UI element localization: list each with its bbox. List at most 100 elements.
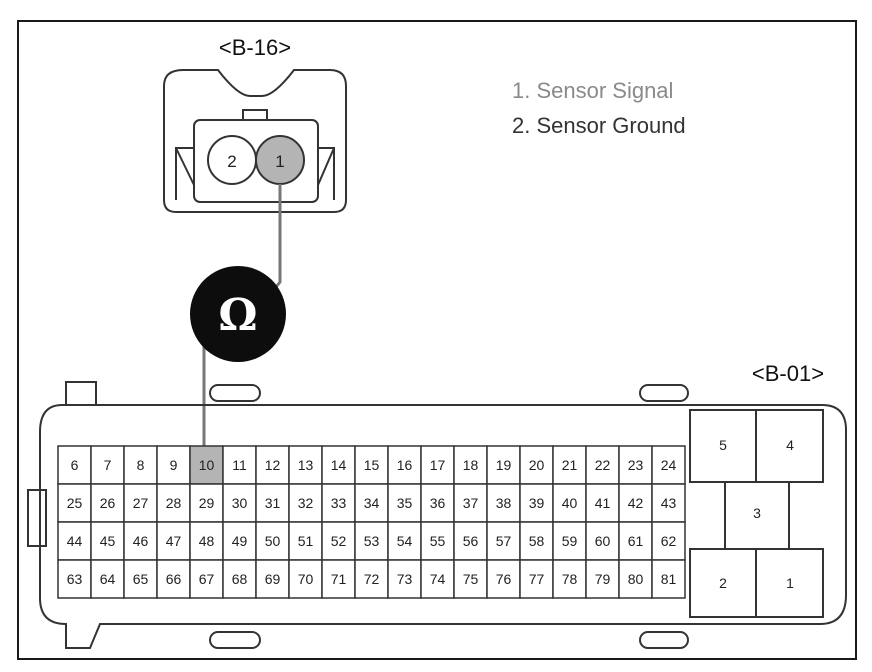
b01-pin-label: 56 [463, 533, 479, 549]
b01-pin-label: 42 [628, 495, 644, 511]
b01-pin-label: 60 [595, 533, 611, 549]
b01-pin-label: 80 [628, 571, 644, 587]
b01-pin-label: 9 [170, 457, 178, 473]
b01-pin-cell [651, 483, 686, 523]
b01-pin-label: 63 [67, 571, 83, 587]
b01-pin-cell [387, 521, 422, 561]
b01-pin-cell [420, 445, 455, 485]
b01-pin-label: 8 [137, 457, 145, 473]
b01-pin-cell [651, 559, 686, 599]
b01-pin-cell [189, 483, 224, 523]
b01-pin-label: 22 [595, 457, 611, 473]
b01-pin-label: 12 [265, 457, 281, 473]
b01-pin-cell [189, 521, 224, 561]
b01-pin-label: 46 [133, 533, 149, 549]
b01-pin-label: 18 [463, 457, 479, 473]
b01-pin-cell [123, 445, 158, 485]
b01-pin-label: 43 [661, 495, 677, 511]
b01-pin-label: 48 [199, 533, 215, 549]
b01-pin-cell [618, 559, 653, 599]
b01-pin-label: 74 [430, 571, 446, 587]
b01-pin-label: 62 [661, 533, 677, 549]
b01-pin-cell [321, 559, 356, 599]
b01-pin-label: 67 [199, 571, 215, 587]
b01-pin-cell [288, 559, 323, 599]
b01-pin-cell [90, 559, 125, 599]
b01-label: <B-01> [752, 361, 824, 386]
b01-pin-label: 25 [67, 495, 83, 511]
b01-pin-label: 37 [463, 495, 479, 511]
b01-pin-label: 78 [562, 571, 578, 587]
b01-pin-label: 64 [100, 571, 116, 587]
b01-pin-label: 53 [364, 533, 380, 549]
b01-pin-label: 27 [133, 495, 149, 511]
b01-pin-label: 41 [595, 495, 611, 511]
b01-pin-1: 1 [786, 575, 794, 591]
b01-pin-label: 50 [265, 533, 281, 549]
b01-pin-label: 32 [298, 495, 314, 511]
b01-pin-label: 35 [397, 495, 413, 511]
b01-pin-cell [651, 521, 686, 561]
b01-pin-label: 49 [232, 533, 248, 549]
b01-pin-cell [354, 559, 389, 599]
b01-pin-label: 38 [496, 495, 512, 511]
b16-pin-2-label: 2 [227, 152, 236, 171]
b01-pin-cell [222, 521, 257, 561]
b01-pin-cell [387, 483, 422, 523]
b01-pin-label: 58 [529, 533, 545, 549]
b01-pin-label: 15 [364, 457, 380, 473]
b01-pin-label: 61 [628, 533, 644, 549]
b01-pin-cell [57, 445, 92, 485]
ohmmeter-icon [190, 266, 286, 362]
b01-pin-label: 45 [100, 533, 116, 549]
b01-pin-label: 21 [562, 457, 578, 473]
b01-pin-label: 72 [364, 571, 380, 587]
b01-pin-label: 7 [104, 457, 112, 473]
b01-pin-label: 57 [496, 533, 512, 549]
b01-pin-label: 40 [562, 495, 578, 511]
b01-pin-label: 34 [364, 495, 380, 511]
b01-pin-5: 5 [719, 437, 727, 453]
b01-pin-label: 73 [397, 571, 413, 587]
b01-pin-label: 30 [232, 495, 248, 511]
b16-connector [163, 69, 347, 213]
b01-pin-label: 19 [496, 457, 512, 473]
b01-pin-label: 33 [331, 495, 347, 511]
b01-pin-label: 26 [100, 495, 116, 511]
b01-pin-cell [123, 521, 158, 561]
b01-pin-label: 28 [166, 495, 182, 511]
b01-pin-label: 69 [265, 571, 281, 587]
b01-pin-2: 2 [719, 575, 727, 591]
b01-pin-cell [519, 559, 554, 599]
b01-pin-cell [387, 559, 422, 599]
b01-pin-cell [486, 521, 521, 561]
b16-label: <B-16> [219, 35, 291, 60]
b01-pin-label: 44 [67, 533, 83, 549]
b01-pin-label: 16 [397, 457, 413, 473]
b01-pin-label: 23 [628, 457, 644, 473]
b01-pin-label: 71 [331, 571, 347, 587]
b01-pin-label: 77 [529, 571, 545, 587]
b01-pin-label: 70 [298, 571, 314, 587]
b01-pin-label: 13 [298, 457, 314, 473]
b01-pin-label: 52 [331, 533, 347, 549]
b01-pin-label: 75 [463, 571, 479, 587]
b01-pin-label: 76 [496, 571, 512, 587]
b01-pin-label: 31 [265, 495, 281, 511]
b01-pin-cell [123, 559, 158, 599]
b01-pin-cell [354, 521, 389, 561]
b01-pin-label: 47 [166, 533, 182, 549]
b01-pin-label: 10 [199, 457, 215, 473]
b01-connector [27, 381, 847, 649]
b01-pin-cell [486, 559, 521, 599]
b01-pin-label: 20 [529, 457, 545, 473]
b01-pin-label: 17 [430, 457, 446, 473]
legend-item-sensor-ground: 2. Sensor Ground [512, 113, 686, 138]
b01-pin-cell [321, 521, 356, 561]
b01-pin-cell [57, 521, 92, 561]
b01-pin-cell [354, 445, 389, 485]
b01-pin-cell [519, 445, 554, 485]
b01-pin-label: 65 [133, 571, 149, 587]
